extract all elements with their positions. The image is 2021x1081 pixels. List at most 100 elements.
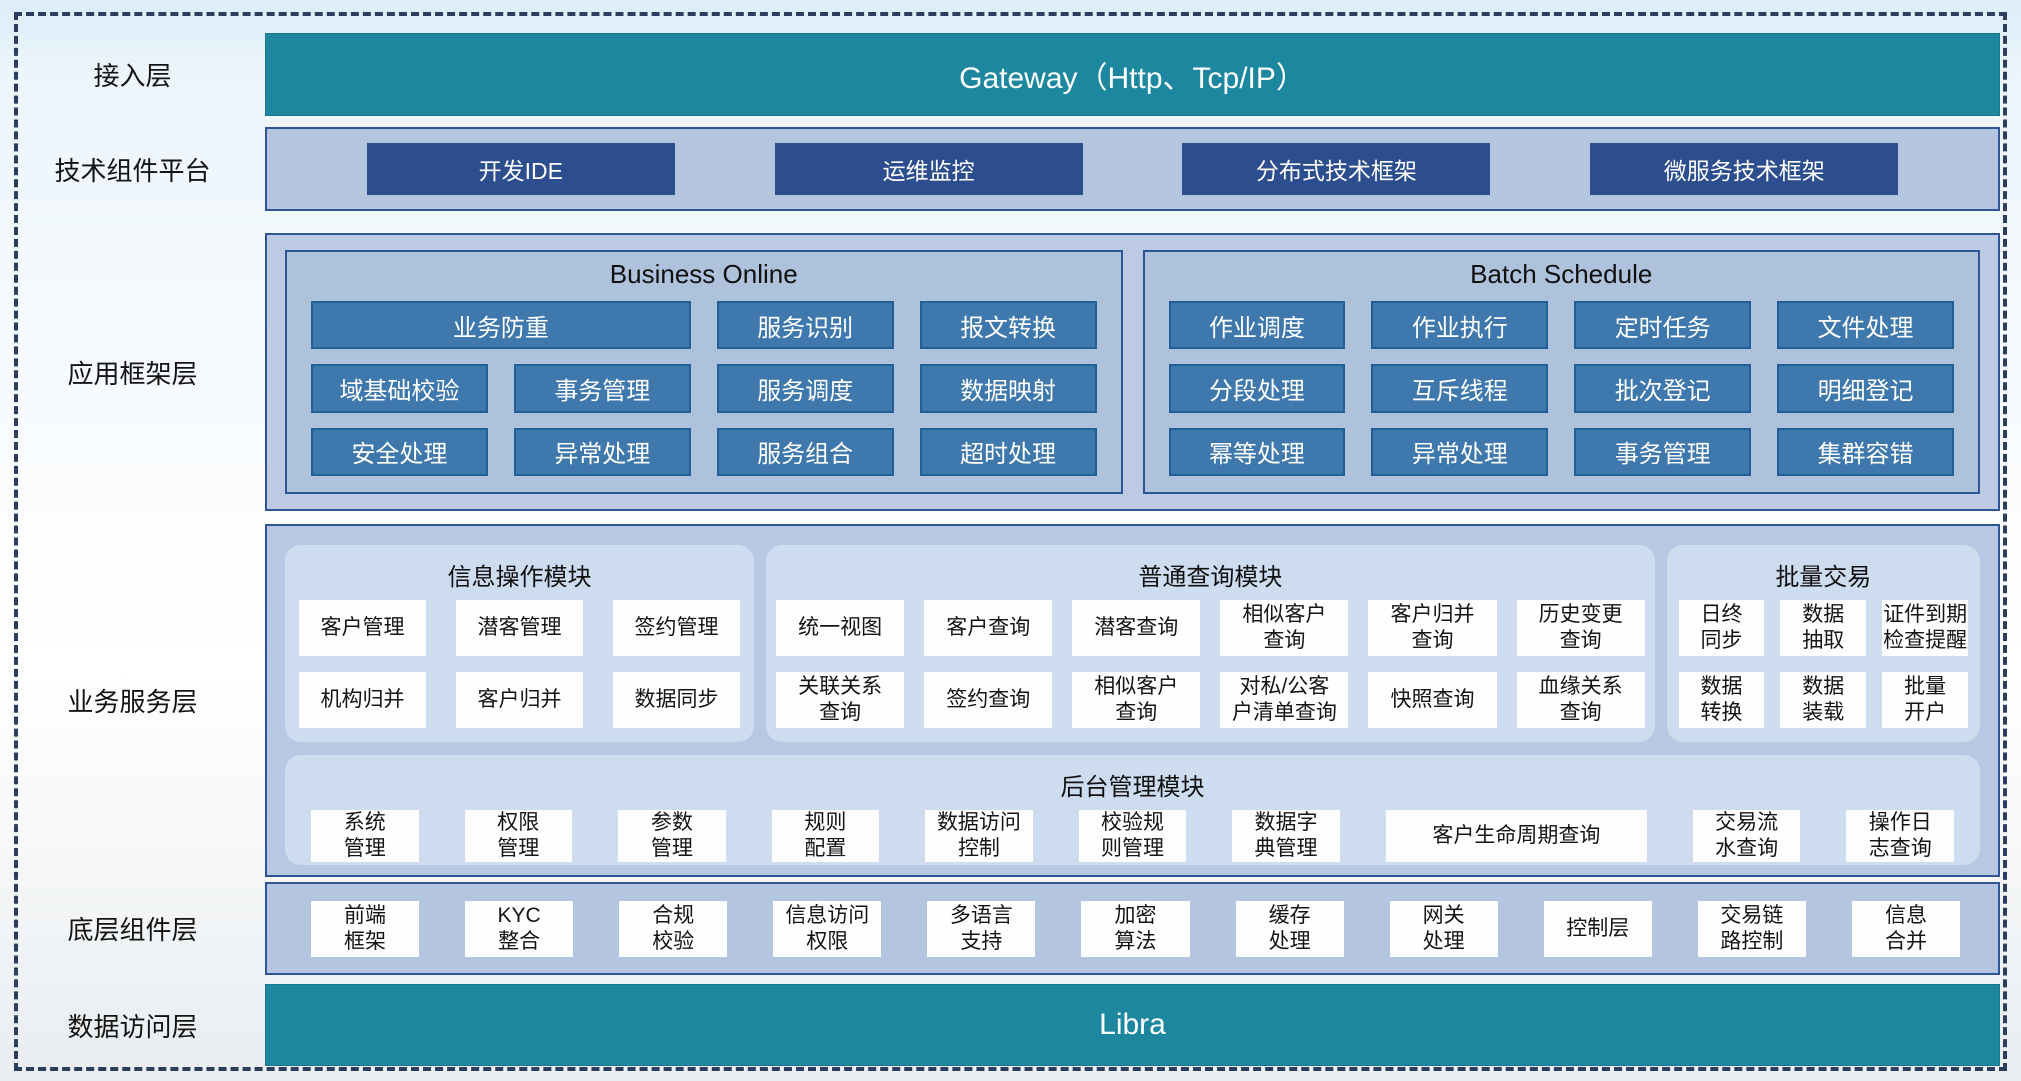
- module-chip: 异常处理: [1371, 427, 1549, 476]
- service-box: 签约查询: [924, 672, 1053, 728]
- tech-platform-row: 技术组件平台 开发IDE 运维监控 分布式技术框架 微服务技术框架: [0, 127, 2021, 211]
- service-box: 血缘关系 查询: [1516, 672, 1645, 728]
- tech-platform-container: 开发IDE 运维监控 分布式技术框架 微服务技术框架: [265, 127, 2000, 211]
- module-chip: 分段处理: [1168, 364, 1346, 413]
- layer-label-base-components: 底层组件层: [67, 915, 198, 945]
- service-box: 数据 装载: [1780, 672, 1867, 728]
- service-box: 批量 开户: [1882, 672, 1968, 728]
- base-box: 缓存 处理: [1235, 900, 1344, 957]
- access-layer-row: 接入层 Gateway（Http、Tcp/IP）: [0, 33, 2021, 116]
- base-box: 交易链 路控制: [1697, 900, 1806, 957]
- service-box: 交易流 水查询: [1692, 810, 1801, 862]
- data-access-row: 数据访问层 Libra: [0, 984, 2021, 1066]
- module-chip: 报文转换: [919, 301, 1097, 350]
- batch-schedule-box: Batch Schedule 作业调度 作业执行 定时任务 文件处理 分段处理 …: [1142, 250, 1980, 494]
- service-box: 权限 管理: [464, 810, 573, 862]
- service-box: 统一视图: [776, 600, 905, 656]
- base-components-container: 前端 框架 KYC 整合 合规 校验 信息访问 权限 多语言 支持 加密 算法 …: [265, 882, 2000, 975]
- module-chip: 异常处理: [513, 427, 691, 476]
- module-chip: 批次登记: [1574, 364, 1752, 413]
- base-box: 控制层: [1543, 900, 1652, 957]
- gateway-bar: Gateway（Http、Tcp/IP）: [265, 33, 2000, 116]
- module-chip: 服务组合: [716, 427, 894, 476]
- service-box: 对私/公客 户清单查询: [1220, 672, 1349, 728]
- service-box: 历史变更 查询: [1516, 600, 1645, 656]
- service-box: 关联关系 查询: [776, 672, 905, 728]
- base-box: 多语言 支持: [927, 900, 1036, 957]
- info-module-grid: 客户管理 潜客管理 签约管理 机构归并 客户归并 数据同步: [285, 600, 754, 728]
- service-box: 规则 配置: [771, 810, 880, 862]
- service-box: 数据同步: [613, 672, 741, 728]
- service-box: 数据访问 控制: [925, 810, 1033, 862]
- base-components-row: 底层组件层 前端 框架 KYC 整合 合规 校验 信息访问 权限 多语言 支持 …: [0, 882, 2021, 975]
- service-box: 参数 管理: [618, 810, 726, 862]
- service-box: 客户归并: [456, 672, 584, 728]
- info-module-title: 信息操作模块: [447, 564, 592, 591]
- module-chip: 服务调度: [716, 364, 894, 413]
- layer-label-business-service: 业务服务层: [67, 687, 198, 717]
- module-chip: 数据映射: [919, 364, 1097, 413]
- batch-schedule-title: Batch Schedule: [1470, 259, 1653, 289]
- batch-trade-title: 批量交易: [1775, 564, 1872, 591]
- service-box: 操作日 志查询: [1846, 810, 1954, 862]
- layer-label-data-access: 数据访问层: [67, 1011, 198, 1042]
- base-box: 前端 框架: [311, 900, 420, 957]
- query-module-panel: 普通查询模块 统一视图 客户查询 潜客查询 相似客户 查询 客户归并 查询 历史…: [766, 545, 1655, 742]
- service-box: 客户生命周期查询: [1385, 810, 1647, 862]
- module-chip: 定时任务: [1574, 301, 1752, 350]
- admin-module-grid: 系统 管理 权限 管理 参数 管理 规则 配置 数据访问 控制 校验规 则管理 …: [285, 810, 1980, 862]
- service-box: 数据 抽取: [1780, 600, 1867, 656]
- libra-bar: Libra: [265, 984, 2000, 1066]
- tech-item: 微服务技术框架: [1590, 143, 1899, 195]
- service-box: 潜客查询: [1072, 600, 1201, 656]
- base-box: KYC 整合: [465, 900, 574, 957]
- batch-trade-grid: 日终 同步 数据 抽取 证件到期 检查提醒 数据 转换 数据 装载 批量 开户: [1667, 600, 1980, 728]
- service-box: 日终 同步: [1678, 600, 1765, 656]
- module-chip: 服务识别: [716, 301, 894, 350]
- module-chip: 超时处理: [919, 427, 1097, 476]
- query-module-title: 普通查询模块: [1138, 564, 1283, 591]
- batch-trade-panel: 批量交易 日终 同步 数据 抽取 证件到期 检查提醒 数据 转换 数据 装载 批…: [1666, 545, 1980, 742]
- module-chip: 作业执行: [1371, 301, 1549, 350]
- service-box: 相似客户 查询: [1072, 672, 1201, 728]
- layer-label-tech: 技术组件平台: [54, 155, 211, 186]
- query-module-grid: 统一视图 客户查询 潜客查询 相似客户 查询 客户归并 查询 历史变更 查询 关…: [766, 600, 1655, 728]
- tech-item: 分布式技术框架: [1182, 143, 1491, 195]
- service-box: 数据字 典管理: [1232, 810, 1340, 862]
- module-chip: 业务防重: [311, 301, 691, 350]
- service-box: 快照查询: [1368, 672, 1497, 728]
- service-box: 客户查询: [924, 600, 1053, 656]
- business-service-container: 信息操作模块 客户管理 潜客管理 签约管理 机构归并 客户归并 数据同步 普通查…: [265, 524, 2000, 877]
- module-chip: 事务管理: [1574, 427, 1752, 476]
- module-chip: 作业调度: [1168, 301, 1346, 350]
- module-chip: 互斥线程: [1371, 364, 1549, 413]
- base-box: 信息 合并: [1851, 900, 1960, 957]
- service-box: 证件到期 检查提醒: [1882, 600, 1968, 656]
- service-box: 系统 管理: [311, 810, 419, 862]
- business-service-row: 业务服务层 信息操作模块 客户管理 潜客管理 签约管理 机构归并 客户归并 数据…: [0, 524, 2021, 877]
- app-framework-container: Business Online 业务防重 服务识别 报文转换 域基础校验 事务管…: [265, 233, 2000, 511]
- module-chip: 幂等处理: [1168, 427, 1346, 476]
- service-top-panels: 信息操作模块 客户管理 潜客管理 签约管理 机构归并 客户归并 数据同步 普通查…: [285, 545, 1980, 742]
- tech-item: 开发IDE: [366, 143, 675, 195]
- admin-module-title: 后台管理模块: [1060, 774, 1205, 801]
- service-box: 数据 转换: [1678, 672, 1765, 728]
- business-online-title: Business Online: [609, 259, 798, 289]
- layer-label-access: 接入层: [93, 61, 172, 91]
- module-chip: 事务管理: [513, 364, 691, 413]
- service-box: 客户管理: [299, 600, 427, 656]
- service-box: 签约管理: [613, 600, 741, 656]
- admin-module-panel: 后台管理模块 系统 管理 权限 管理 参数 管理 规则 配置 数据访问 控制 校…: [285, 755, 1980, 865]
- service-box: 校验规 则管理: [1078, 810, 1187, 862]
- module-chip: 集群容错: [1777, 427, 1954, 476]
- service-box: 机构归并: [299, 672, 427, 728]
- service-box: 客户归并 查询: [1368, 600, 1497, 656]
- business-online-box: Business Online 业务防重 服务识别 报文转换 域基础校验 事务管…: [285, 250, 1123, 494]
- service-box: 相似客户 查询: [1220, 600, 1349, 656]
- layer-label-app-framework: 应用框架层: [67, 358, 198, 389]
- service-box: 潜客管理: [456, 600, 584, 656]
- module-chip: 文件处理: [1777, 301, 1954, 350]
- module-chip: 域基础校验: [311, 364, 488, 413]
- base-box: 信息访问 权限: [773, 900, 882, 957]
